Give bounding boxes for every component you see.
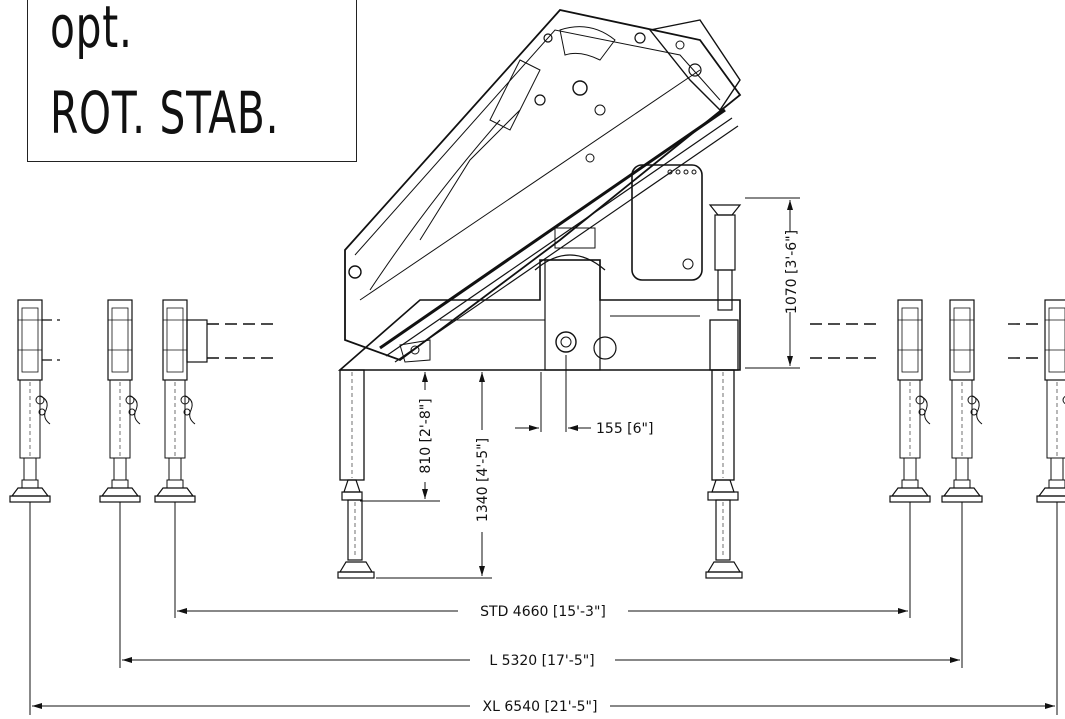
dimension-labels: 1070 [3'-6"] 155 [6"] 810 [2'-8"] 1340 […: [418, 230, 800, 715]
option-label-line1: opt.: [50, 0, 133, 61]
dim-810-label: 810 [2'-8"]: [418, 398, 434, 473]
crane-body: [337, 9, 743, 579]
dim-155-label: 155 [6"]: [596, 421, 653, 437]
dim-l-label: L 5320 [17'-5"]: [489, 653, 594, 669]
dim-std-label: STD 4660 [15'-3"]: [480, 604, 606, 620]
right-outrigger-std: [810, 299, 931, 503]
option-label-line2: ROT. STAB.: [50, 79, 280, 147]
dim-xl-label: XL 6540 [21'-5"]: [483, 699, 598, 715]
dimension-lines: [29, 197, 1058, 715]
left-outrigger-std: [154, 299, 278, 503]
dim-1070-label: 1070 [3'-6"]: [784, 230, 800, 314]
left-outrigger-l: [99, 299, 141, 503]
right-outrigger-xl: [1008, 299, 1065, 503]
right-outrigger-l: [941, 299, 983, 503]
left-outrigger-xl: [9, 299, 60, 503]
option-label-box: opt. ROT. STAB.: [27, 0, 357, 162]
dim-1340-label: 1340 [4'-5"]: [475, 438, 491, 522]
